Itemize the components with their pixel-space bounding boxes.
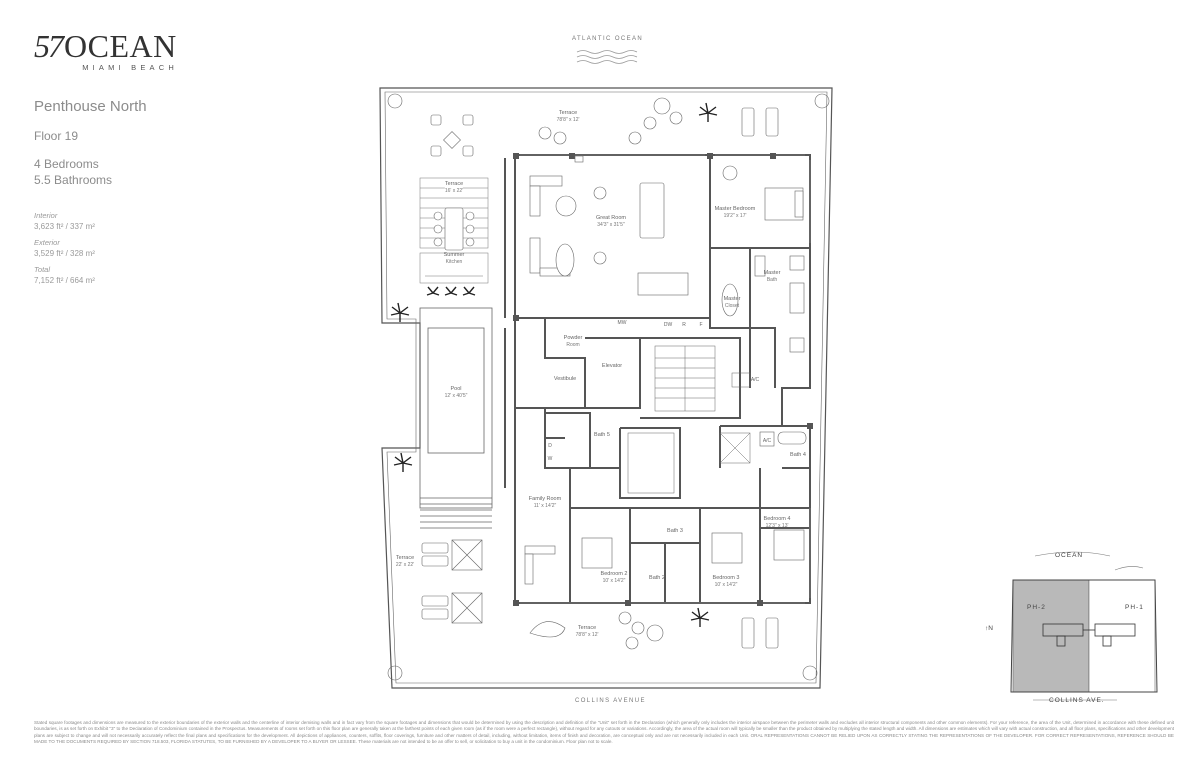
fixture-dw: DW	[663, 322, 673, 328]
key-plan-drawing	[1010, 551, 1158, 701]
building-outline	[379, 87, 833, 689]
master-bath-fixtures	[721, 255, 805, 353]
logo-subtitle: MIAMI BEACH	[82, 63, 178, 72]
unit-info: Penthouse North Floor 19 4 Bedrooms 5.5 …	[34, 98, 254, 285]
key-plan-ph1: PH-1	[1125, 604, 1144, 611]
dining-table-icon	[433, 207, 475, 251]
key-plan-outline	[1010, 579, 1158, 693]
south-terrace-furniture	[529, 611, 779, 650]
key-plan-core-icon	[1042, 623, 1136, 647]
elevator-icon	[627, 372, 751, 494]
master-bed-icon	[722, 165, 804, 221]
north-arrow-icon: ↑N	[985, 625, 993, 632]
palm-tree-icon	[390, 102, 718, 627]
north-terrace-furniture	[538, 97, 779, 163]
bedroom-beds	[524, 529, 805, 585]
fixture-ac-1: A/C	[750, 377, 760, 383]
area-label-interior: Interior	[34, 211, 58, 220]
fixture-washer: W	[547, 456, 553, 462]
unit-title: Penthouse North	[34, 98, 147, 115]
stair-icon	[654, 345, 716, 412]
unit-bathrooms: 5.5 Bathrooms	[34, 173, 113, 187]
area-value-exterior: 3,529 ft² / 328 m²	[34, 249, 95, 258]
room-label-bath4: Bath 4	[790, 452, 806, 458]
room-label-vestibule: Vestibule	[553, 376, 577, 382]
planter-icon	[387, 93, 830, 681]
area-value-total: 7,152 ft² / 664 m²	[34, 276, 95, 285]
logo-wordmark: 57OCEAN	[34, 30, 184, 62]
key-plan-collins: COLLINS AVE.	[1049, 697, 1105, 704]
area-label-exterior: Exterior	[34, 238, 60, 247]
fixture-dryer: D	[548, 443, 552, 449]
pool-icon	[419, 307, 493, 529]
umbrella-icon	[451, 539, 483, 624]
area-list: Interior 3,623 ft² / 337 m² Exterior 3,5…	[34, 211, 254, 285]
unit-floor: Floor 19	[34, 129, 79, 143]
room-label-bath3: Bath 3	[667, 528, 683, 534]
fixture-r: R	[682, 322, 686, 328]
key-plan-ph2: PH-2	[1027, 604, 1046, 611]
room-label-bath5: Bath 5	[594, 432, 610, 438]
legal-disclaimer: Stated square footages and dimensions ar…	[34, 720, 1174, 744]
key-plan-ocean: OCEAN	[1055, 552, 1084, 559]
fixture-ac-2: A/C	[762, 438, 772, 444]
area-value-interior: 3,623 ft² / 337 m²	[34, 222, 95, 231]
fixture-mw: MW	[617, 320, 627, 326]
unit-bedrooms: 4 Bedrooms	[34, 157, 99, 171]
room-label-elevator: Elevator	[601, 363, 623, 369]
area-label-total: Total	[34, 265, 50, 274]
logo-word: OCEAN	[64, 28, 177, 64]
lounge-chairs-icon	[430, 114, 474, 157]
logo-number: 57	[34, 28, 64, 64]
floor-plan: ATLANTIC OCEAN	[370, 28, 840, 708]
floor-plan-drawing	[379, 50, 833, 689]
structural-columns	[513, 153, 813, 606]
daybed-icon	[421, 542, 449, 620]
key-plan: OCEAN PH-2 PH-1 ↑N COLLINS AVE.	[985, 548, 1165, 708]
wave-icon	[576, 50, 638, 64]
key-plan-coast-line	[1034, 551, 1111, 557]
bathtub-icon	[759, 431, 807, 447]
key-plan-coast-line-2	[1114, 566, 1144, 571]
collins-avenue-label: COLLINS AVENUE	[575, 698, 646, 704]
north-label: N	[988, 625, 993, 632]
room-label-bath2: Bath 2	[649, 575, 665, 581]
brand-logo: 57OCEAN MIAMI BEACH	[34, 30, 184, 72]
atlantic-ocean-label: ATLANTIC OCEAN	[572, 36, 644, 42]
exterior-wall	[384, 91, 828, 684]
great-room-furniture	[529, 175, 689, 296]
fixture-f: F	[699, 322, 703, 328]
